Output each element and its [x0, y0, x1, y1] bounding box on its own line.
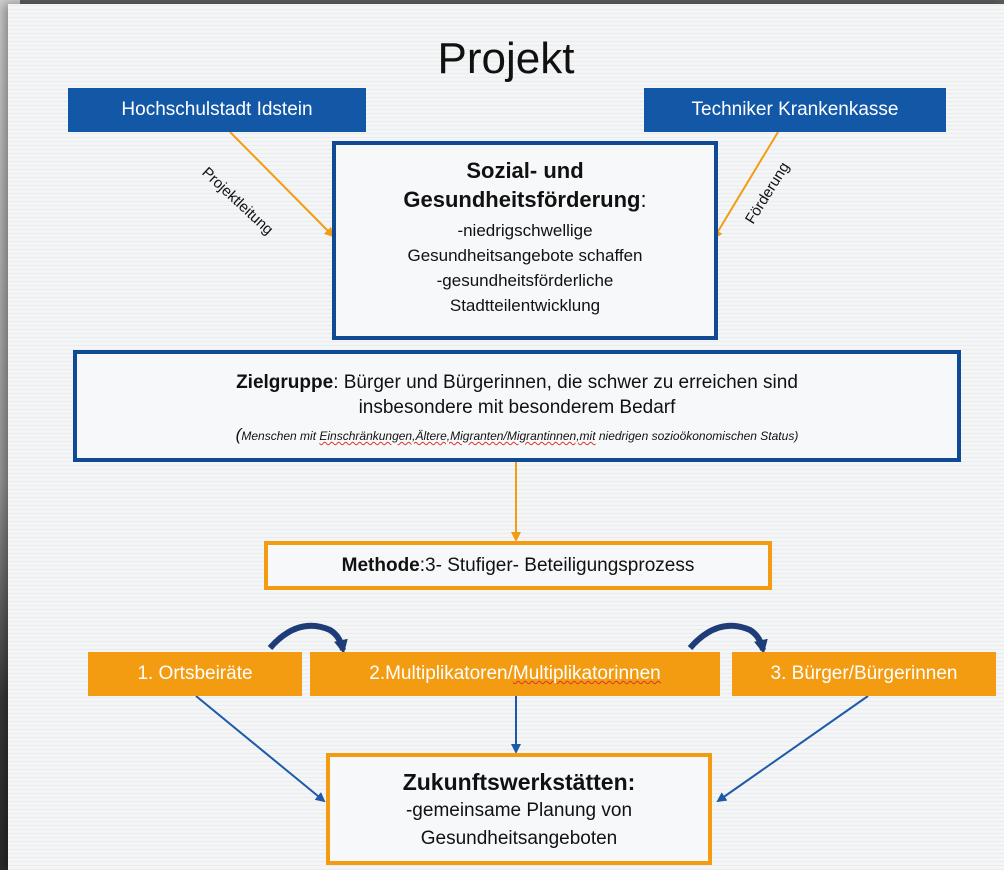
arrow-projektleitung: [229, 131, 335, 238]
curved-arrow-step2-step3: [687, 622, 768, 654]
target-note-groups: Einschränkungen,Ältere,Migranten/Migrant…: [319, 429, 596, 443]
focus-line-4: Stadtteilentwicklung: [449, 296, 601, 315]
method-label: Methode: [341, 555, 420, 576]
target-note-paren: (: [235, 425, 242, 444]
box-hochschulstadt-idstein: Hochschulstadt Idstein: [68, 88, 366, 132]
workshop-line1: -gemeinsame Planung von: [405, 800, 633, 821]
box-techniker-krankenkasse: Techniker Krankenkasse: [644, 88, 946, 132]
target-text-line1: : Bürger und Bürgerinnen, die schwer zu …: [333, 372, 798, 393]
target-text-line2: insbesondere mit besonderem Bedarf: [358, 397, 676, 418]
focus-heading-bold: Gesundheitsförderung: [403, 187, 641, 212]
box-methode: Methode:3- Stufiger- Beteiligungsprozess: [264, 541, 772, 590]
step2-text-underlined: Multiplikatorinnen: [512, 663, 661, 684]
workshop-heading: Zukunftswerkstätten:: [402, 769, 636, 795]
focus-heading-colon: :: [640, 187, 647, 212]
arrow-foerderung: [712, 131, 779, 240]
arrow-step1-workshop: [195, 695, 326, 803]
target-label: Zielgruppe: [236, 372, 334, 393]
box-zielgruppe: Zielgruppe: Bürger und Bürgerinnen, die …: [73, 350, 961, 462]
arrow-step3-workshop: [716, 695, 869, 803]
focus-line-2: Gesundheitsangebote schaffen: [407, 246, 643, 265]
focus-line-1: -niedrigschwellige: [457, 221, 593, 240]
focus-heading-line2: Gesundheitsförderung:: [336, 185, 714, 214]
slide: Projekt Hochschulstadt Idstein Techniker…: [8, 4, 1004, 870]
step2-text-pre: 2.Multiplikatoren/: [369, 663, 513, 684]
page-title: Projekt: [437, 34, 575, 83]
target-line1: Zielgruppe: Bürger und Bürgerinnen, die …: [77, 370, 957, 395]
step-buerger: 3. Bürger/Bürgerinnen: [732, 652, 996, 696]
focus-line-3: -gesundheitsförderliche: [436, 271, 614, 290]
focus-heading-line1: Sozial- und: [466, 158, 584, 183]
workshop-line2: Gesundheitsangeboten: [420, 828, 618, 849]
connector-arrows: [195, 131, 869, 803]
step-multiplikatoren: 2.Multiplikatoren/Multiplikatorinnen: [310, 652, 720, 696]
method-text: :3- Stufiger- Beteiligungsprozess: [419, 555, 695, 576]
curved-arrow-step1-step2: [267, 622, 348, 654]
box-zukunftswerkstaetten: Zukunftswerkstätten: -gemeinsame Planung…: [326, 753, 712, 865]
box-sozial-gesundheitsfoerderung: Sozial- und Gesundheitsförderung: -niedr…: [332, 141, 718, 340]
target-note-pre: Menschen mit: [241, 429, 320, 443]
target-note: (Menschen mit Einschränkungen,Ältere,Mig…: [77, 426, 957, 445]
step-ortsbeiraete: 1. Ortsbeiräte: [88, 652, 302, 696]
target-note-post: niedrigen sozioökonomischen Status): [595, 429, 799, 443]
